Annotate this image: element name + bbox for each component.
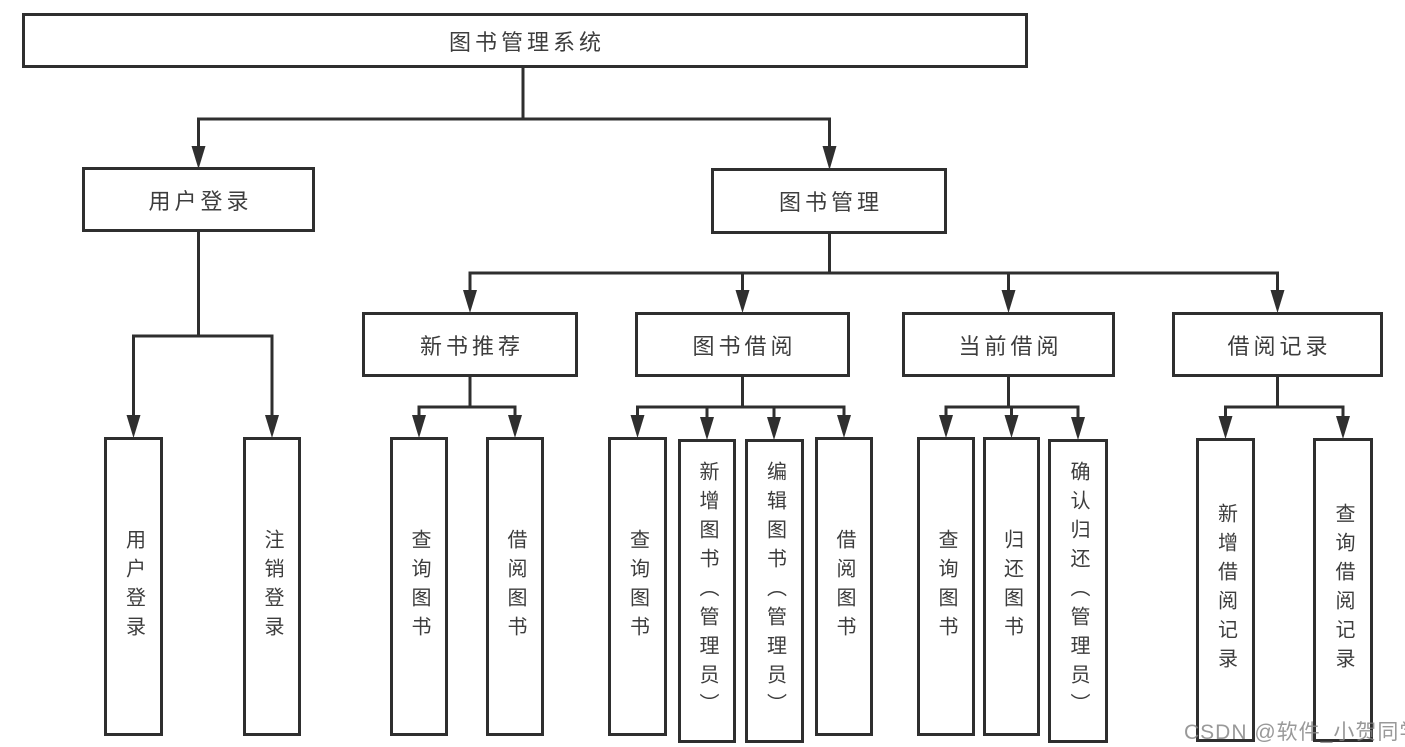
node-leaf-query-books-3-label: 查询图书 [935,528,957,645]
node-leaf-user-login: 用户登录 [104,437,163,736]
node-leaf-edit-book-admin: 编辑图书（管理员） [745,439,804,743]
node-leaf-query-books-2-label: 查询图书 [626,528,649,645]
node-current-borrow-label: 当前借阅 [958,333,1063,359]
node-leaf-confirm-return-admin-label: 确认归还（管理员） [1067,460,1089,722]
node-leaf-return-books: 归还图书 [983,437,1040,736]
node-leaf-borrow-books-1-label: 借阅图书 [504,528,526,645]
node-leaf-borrow-books-1: 借阅图书 [486,437,544,736]
node-root-label: 图书管理系统 [448,29,605,55]
node-current-borrow: 当前借阅 [902,312,1115,377]
node-book-management-module: 图书管理 [711,168,947,234]
node-leaf-add-book-admin: 新增图书（管理员） [678,439,736,743]
node-leaf-edit-book-admin-label: 编辑图书（管理员） [763,460,786,722]
node-leaf-logout: 注销登录 [243,437,301,736]
node-leaf-query-borrow-record-label: 查询借阅记录 [1332,503,1354,677]
node-borrow-records: 借阅记录 [1172,312,1383,377]
node-borrow-records-label: 借阅记录 [1227,333,1332,359]
node-new-book-recommend-label: 新书推荐 [419,333,524,359]
node-leaf-query-books-1-label: 查询图书 [408,528,430,645]
node-leaf-confirm-return-admin: 确认归还（管理员） [1048,439,1108,743]
connector-strokes [132,68,1345,419]
node-leaf-query-books-2: 查询图书 [608,437,667,736]
node-user-login-module-label: 用户登录 [148,188,253,214]
node-leaf-user-login-label: 用户登录 [122,528,145,645]
node-leaf-borrow-books-2: 借阅图书 [815,437,873,736]
node-book-borrow-label: 图书借阅 [692,333,797,359]
node-leaf-return-books-label: 归还图书 [1000,528,1023,645]
node-leaf-add-book-admin-label: 新增图书（管理员） [696,460,718,722]
node-leaf-query-borrow-record: 查询借阅记录 [1313,438,1373,742]
node-user-login-module: 用户登录 [82,167,315,232]
node-leaf-borrow-books-2-label: 借阅图书 [833,528,855,645]
node-leaf-logout-label: 注销登录 [261,528,283,645]
node-book-management-module-label: 图书管理 [778,190,883,215]
node-new-book-recommend: 新书推荐 [362,312,578,377]
connector-arrowheads [126,146,1350,440]
node-leaf-query-books-1: 查询图书 [390,437,448,736]
csdn-watermark: CSDN @软件_小贺同学 [1184,721,1405,744]
node-leaf-query-books-3: 查询图书 [917,437,975,736]
node-leaf-add-borrow-record-label: 新增借阅记录 [1214,503,1237,677]
node-book-borrow: 图书借阅 [635,312,850,377]
node-root: 图书管理系统 [22,13,1028,68]
node-leaf-add-borrow-record: 新增借阅记录 [1196,438,1255,742]
